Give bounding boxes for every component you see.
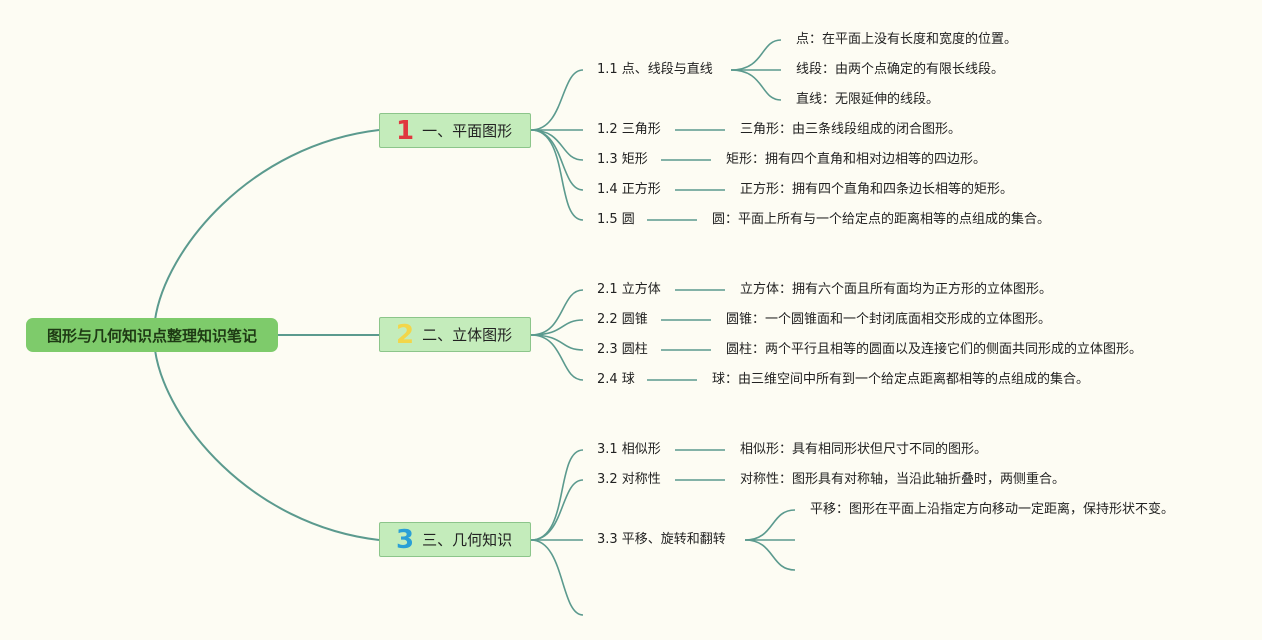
number-3-icon: 3 [396,524,415,555]
edge-t1-s1 [530,69,584,131]
subtopic-2-1[interactable]: 2.1 立方体 [597,282,661,297]
leaf-triangle[interactable]: 三角形：由三条线段组成的闭合图形。 [740,122,962,137]
leaf-cone[interactable]: 圆锥：一个圆锥面和一个封闭底面相交形成的立体图形。 [726,312,1052,327]
leaf-square[interactable]: 正方形：拥有四个直角和四条边长相等的矩形。 [740,182,1014,197]
number-1-icon: 1 [396,115,415,146]
edge-t1-s5 [530,129,584,221]
edge-s11-l1 [730,39,782,71]
subtopic-1-3[interactable]: 1.3 矩形 [597,152,648,167]
edge-t3-s4 [530,539,584,616]
subtopic-3-1[interactable]: 3.1 相似形 [597,442,661,457]
edge-t2-s1 [530,289,584,336]
topic-solid-figures[interactable]: 2 二、立体图形 [379,317,531,352]
subtopic-3-2[interactable]: 3.2 对称性 [597,472,661,487]
subtopic-3-3[interactable]: 3.3 平移、旋转和翻转 [597,532,726,547]
edge-t3-s1 [530,449,584,541]
leaf-segment[interactable]: 线段：由两个点确定的有限长线段。 [796,62,1005,77]
leaf-line[interactable]: 直线：无限延伸的线段。 [796,92,940,107]
number-2-icon: 2 [396,319,415,350]
leaf-rectangle[interactable]: 矩形：拥有四个直角和相对边相等的四边形。 [726,152,987,167]
topic-geometry-knowledge[interactable]: 3 三、几何知识 [379,522,531,557]
leaf-similar[interactable]: 相似形：具有相同形状但尺寸不同的图形。 [740,442,988,457]
edge-t2-s2 [530,319,584,336]
leaf-circle[interactable]: 圆：平面上所有与一个给定点的距离相等的点组成的集合。 [712,212,1051,227]
root-topic[interactable]: 图形与几何知识点整理知识笔记 [26,318,278,352]
edge-root-topic1 [154,129,380,321]
topic-title: 三、几何知识 [422,531,513,549]
leaf-cube[interactable]: 立方体：拥有六个面且所有面均为正方形的立体图形。 [740,282,1053,297]
topic-title: 一、平面图形 [422,122,513,140]
edge-t2-s3 [530,334,584,351]
edge-s11-l3 [730,69,782,101]
subtopic-1-2[interactable]: 1.2 三角形 [597,122,661,137]
subtopic-2-3[interactable]: 2.3 圆柱 [597,342,648,357]
subtopic-2-4[interactable]: 2.4 球 [597,372,635,387]
subtopic-2-2[interactable]: 2.2 圆锥 [597,312,648,327]
subtopic-1-5[interactable]: 1.5 圆 [597,212,635,227]
edge-root-topic3 [154,349,380,541]
leaf-translation[interactable]: 平移：图形在平面上沿指定方向移动一定距离，保持形状不变。 [810,502,1175,517]
topic-title: 二、立体图形 [422,326,513,344]
edge-s33-l1 [744,509,796,541]
edge-t2-s4 [530,334,584,381]
leaf-cylinder[interactable]: 圆柱：两个平行且相等的圆面以及连接它们的侧面共同形成的立体图形。 [726,342,1143,357]
edge-t1-s3 [530,129,584,161]
edge-s33-l3 [744,539,796,571]
subtopic-1-4[interactable]: 1.4 正方形 [597,182,661,197]
edge-t3-s2 [530,479,584,541]
subtopic-1-1[interactable]: 1.1 点、线段与直线 [597,62,713,77]
topic-plane-figures[interactable]: 1 一、平面图形 [379,113,531,148]
leaf-symmetry[interactable]: 对称性：图形具有对称轴，当沿此轴折叠时，两侧重合。 [740,472,1066,487]
leaf-sphere[interactable]: 球：由三维空间中所有到一个给定点距离都相等的点组成的集合。 [712,372,1090,387]
leaf-point[interactable]: 点：在平面上没有长度和宽度的位置。 [796,32,1018,47]
